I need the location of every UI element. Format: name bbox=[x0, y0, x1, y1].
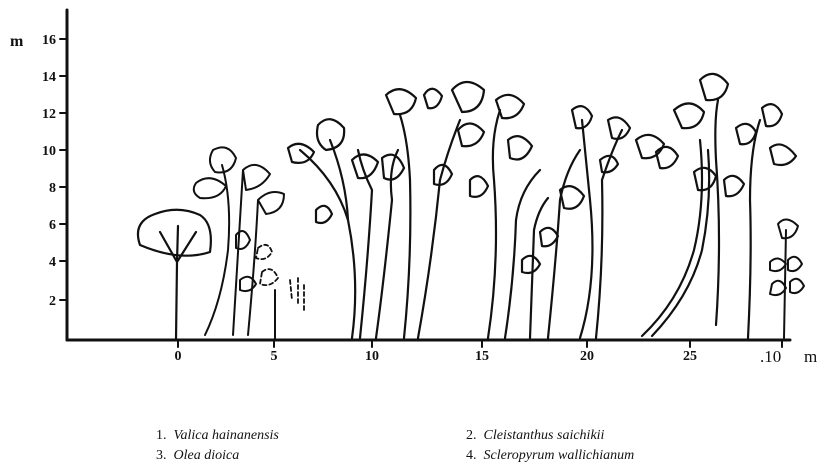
legend-item: 2. Cleistanthus saichikii bbox=[466, 428, 604, 444]
tree-sketch bbox=[386, 82, 540, 338]
y-tick-label: 8 bbox=[49, 181, 56, 196]
legend-item: 1. Valica hainanensis bbox=[156, 428, 279, 444]
legend-number: 2. bbox=[466, 428, 477, 443]
forest-profile-diagram: m 2 4 6 8 10 12 14 16 0 5 10 15 20 25 .1… bbox=[0, 0, 826, 372]
x-tick-label: 25 bbox=[683, 349, 697, 364]
x-unit-label: m bbox=[804, 347, 817, 366]
legend-species: Cleistanthus saichikii bbox=[484, 428, 605, 443]
x-tick-label: 5 bbox=[271, 349, 278, 364]
tree-sketch bbox=[770, 219, 804, 338]
legend-item: 4. Scleropyrum wallichianum bbox=[466, 448, 634, 464]
legend-item: 3. Olea dioica bbox=[156, 448, 239, 464]
shrub-sketch bbox=[256, 245, 304, 310]
y-tick-label: 12 bbox=[42, 107, 56, 122]
legend-number: 3. bbox=[156, 448, 167, 463]
tree-sketch bbox=[636, 74, 796, 338]
x-tick-label: 0 bbox=[175, 349, 182, 364]
x-tick-label: 15 bbox=[475, 349, 489, 364]
y-tick-label: 16 bbox=[42, 33, 56, 48]
y-tick-label: 14 bbox=[42, 70, 56, 85]
tree-sketch bbox=[138, 210, 211, 340]
tree-sketch bbox=[194, 147, 284, 335]
tree-sketch bbox=[288, 119, 404, 338]
tree-sketch bbox=[522, 106, 630, 338]
legend-number: 1. bbox=[156, 428, 167, 443]
y-unit-label: m bbox=[10, 33, 24, 50]
legend-number: 4. bbox=[466, 448, 477, 463]
x-tick-label: 20 bbox=[580, 349, 594, 364]
legend-species: Valica hainanensis bbox=[174, 428, 279, 443]
legend-species: Olea dioica bbox=[174, 448, 240, 463]
y-tick-label: 4 bbox=[49, 255, 56, 270]
y-tick-label: 6 bbox=[49, 218, 56, 233]
y-tick-label: 10 bbox=[42, 144, 56, 159]
x-tick-label-end: .10 bbox=[760, 347, 781, 366]
legend-species: Scleropyrum wallichianum bbox=[484, 448, 635, 463]
y-tick-label: 2 bbox=[49, 294, 56, 309]
x-tick-label: 10 bbox=[365, 349, 379, 364]
